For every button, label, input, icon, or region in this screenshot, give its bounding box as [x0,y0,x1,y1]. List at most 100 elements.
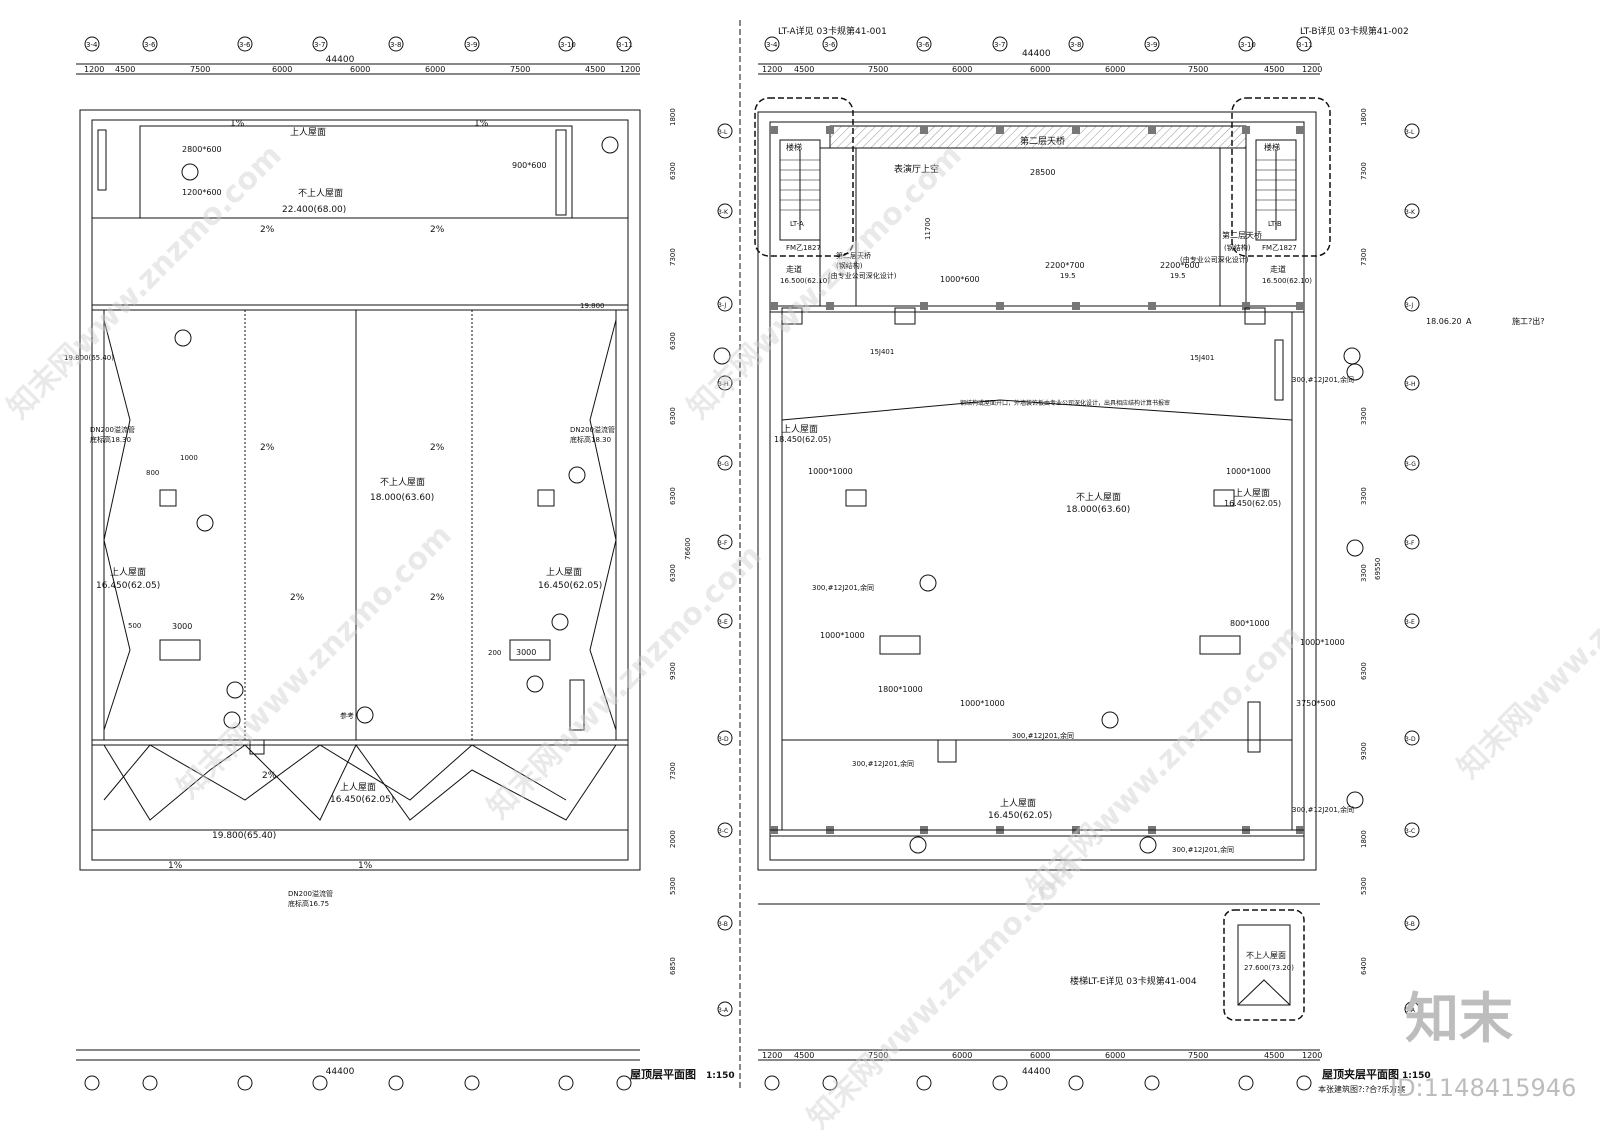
watermark-layer: 知末网www.znzmo.com 知末网www.znzmo.com 知末网www… [1,138,1600,1134]
left-no-access-upper: 不上人屋面 [298,188,343,199]
right-row-axis-8: 3-C [1405,828,1415,835]
left-row-axis-3: 3-H [718,381,729,388]
left-row-dim-0: 1800 [669,108,677,126]
bridge-note-a: (钢结构) [836,261,863,270]
left-axis-0: 3-4 [86,41,98,49]
dim-1000x1000-e: 1000*1000 [960,699,1005,708]
right-row-dim-8: 1800 [1360,830,1368,848]
left-elev-19800-r: 19.800 [580,302,605,310]
dim-1000x1000-a: 1000*1000 [808,467,853,476]
ref-12j201-f: 300,#12J201,余同 [1172,845,1234,854]
corridor-a: 走道 [786,264,802,274]
right-dim-bot-3: 6000 [952,1051,972,1060]
right-dim-bot-0: 1200 [762,1051,782,1060]
right-dim-top-3: 6000 [952,65,972,74]
left-row-dim-4: 6300 [669,407,677,425]
left-row-axis-10: 3-A [718,1007,729,1014]
right-plan-note: 本张建筑图?:?合?乐方案 [1318,1084,1405,1094]
elev-195-a: 19.5 [1060,272,1076,280]
stair-e-ref: 楼梯LT-E详见 03卡规第41-004 [1070,975,1197,987]
ref-12j201-c: 300,#12J201,余同 [1292,375,1354,384]
dim-28500: 28500 [1030,168,1055,177]
left-dim-top-6: 7500 [510,65,530,74]
right-row-dim-0: 1800 [1360,108,1368,126]
left-access-elev-b: 16.450(62.05) [330,795,394,805]
left-row-axis-0: 3-L [718,129,728,136]
left-pipe-bottom: DN200溢流管 [288,889,333,898]
right-dim-bot-5: 6000 [1105,1051,1125,1060]
left-slope-g: 2% [262,771,277,781]
left-row-dim-1: 6300 [669,162,677,180]
left-row-dim-6: 6300 [669,564,677,582]
right-dim-bot-2: 7500 [868,1051,888,1060]
ref-12j201-b: 300,#12J201,余同 [1012,731,1074,740]
dim-1000x1000-d: 1000*1000 [1300,638,1345,647]
left-dim-1000: 1000 [180,454,198,462]
left-plan-scale: 1:150 [706,1071,735,1081]
corridor-a-elev: 16.500(62.10) [780,277,830,285]
dim-1000x1000-b: 1000*1000 [1226,467,1271,476]
left-no-access-label: 不上人屋面 [380,477,425,488]
right-no-access-elev: 18.000(63.60) [1066,505,1130,515]
bridge-2nd-b: 第二层天桥 [1222,230,1262,240]
watermark-text-2: 知末网www.znzmo.com [171,518,459,806]
lt-b: LT-B [1268,220,1282,228]
fm-b: FM乙1827 [1262,244,1297,252]
lt-a: LT-A [790,220,804,228]
right-dim-top-4: 6000 [1030,65,1050,74]
right-axis-2: 3-6 [918,41,930,49]
left-axis-2: 3-6 [239,41,251,49]
top-roof-elev: 27.600(73.20) [1244,964,1294,972]
left-dim-900: 900*600 [512,161,547,170]
right-top-axis-bubbles [764,36,1312,52]
left-axis-1: 3-6 [144,41,156,49]
left-row-dim-8: 7300 [669,762,677,780]
right-row-dim-4: 3300 [1360,487,1368,505]
left-upper-elev: 22.400(68.00) [282,205,346,215]
left-pipe-r: DN200溢流管 [570,425,615,434]
left-detail-ref: 参考 [340,711,354,720]
left-top-axis-bubbles [84,36,632,52]
dim-1800x1000: 1800*1000 [878,685,923,694]
right-dim-bot-6: 7500 [1188,1051,1208,1060]
left-dim-800: 800 [146,469,159,477]
right-dim-bot-4: 6000 [1030,1051,1050,1060]
left-slope-k: 1% [474,119,489,129]
right-note-line: 钢结构或屋面开口，外墙装饰板由专业公司深化设计，出具相应结构计算书报审 [960,399,1170,407]
left-pipe: DN200溢流管 [90,425,135,434]
corridor-b: 走道 [1270,264,1286,274]
right-axis-7: 3-11 [1297,41,1313,49]
left-access-label-r: 上人屋面 [546,567,582,578]
left-access-label-b: 上人屋面 [340,782,376,793]
left-slope-f: 2% [430,225,445,235]
bridge-note: (钢结构) [1224,243,1251,252]
right-axis-5: 3-9 [1146,41,1157,49]
dim-2200x600: 2200*600 [1160,261,1200,270]
left-access-label: 上人屋面 [110,567,146,578]
annot-date: 18.06.20 [1426,317,1462,326]
dim-1000x1000-c: 1000*1000 [820,631,865,640]
ref-15j401-a: 15J401 [870,348,894,356]
left-row-dim-3: 6300 [669,332,677,350]
right-no-access-label: 不上人屋面 [1076,492,1121,503]
dim-11700: 11700 [924,218,932,240]
right-row-dim-1: 7300 [1360,162,1368,180]
watermark-text-3: 知末网www.znzmo.com [481,538,769,826]
left-dim-500: 500 [128,622,141,630]
right-row-axis-2: 3-J [1405,302,1413,309]
stair-a-ref: LT-A详见 03卡规第41-001 [778,25,887,37]
left-total-width-bottom: 44400 [326,1067,355,1077]
left-slope-b: 2% [430,443,445,453]
bridge-note2: (由专业公司深化设计) [1180,255,1249,264]
left-slope-j: 1% [230,119,245,129]
left-row-axis-4: 3-G [718,461,729,468]
right-row-dim-6: 6300 [1360,662,1368,680]
right-access-elev-b: 16.450(62.05) [988,811,1052,821]
right-access-r: 上人屋面 [1234,488,1270,499]
right-row-dim-10: 6400 [1360,957,1368,975]
stair-b-label: 楼梯 [1264,142,1280,152]
right-dim-bot-8: 1200 [1302,1051,1322,1060]
left-row-dim-2: 7300 [669,248,677,266]
